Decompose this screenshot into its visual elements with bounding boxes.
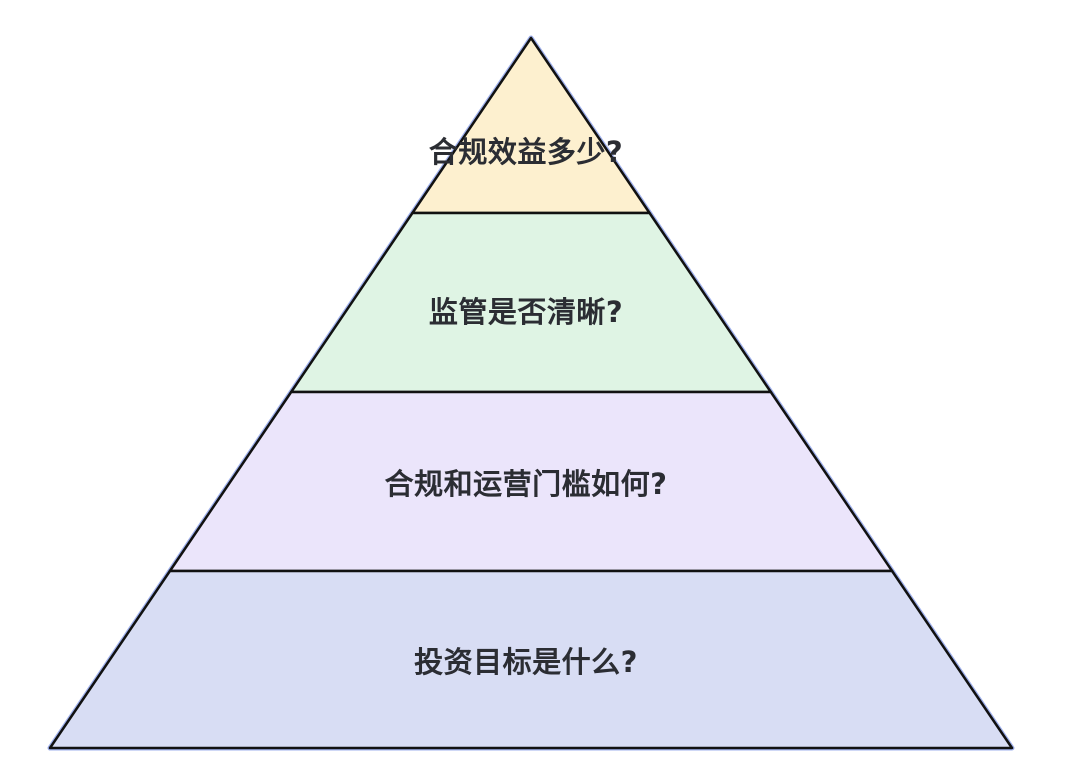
layer-label-second: 监管是否清晰?: [428, 295, 624, 329]
layer-label-top: 合规效益多少?: [428, 135, 624, 169]
layer-label-third: 合规和运营门槛如何?: [384, 467, 668, 501]
layer-top: [411, 36, 651, 215]
layer-base: [48, 569, 1014, 750]
layer-label-base: 投资目标是什么?: [414, 645, 638, 679]
